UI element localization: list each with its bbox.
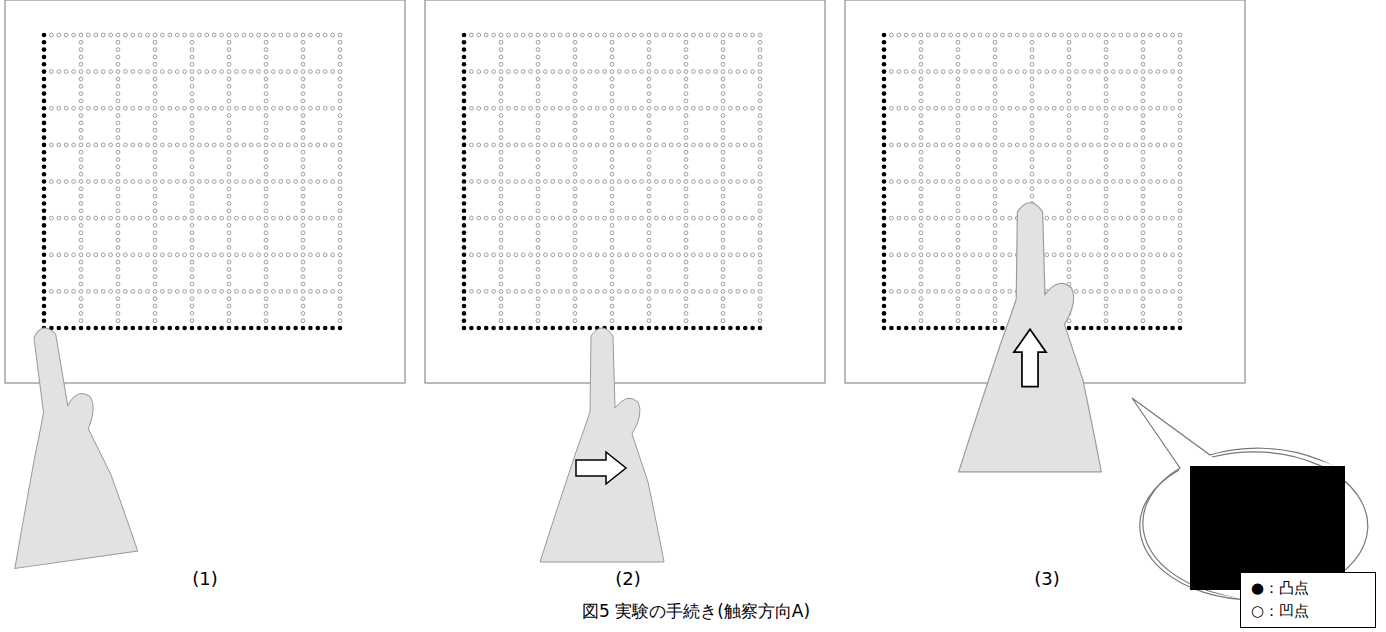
legend-entry: ●：凸点 xyxy=(1251,577,1365,600)
panel-label: (3) xyxy=(1034,568,1060,589)
figure-caption: 図5 実験の手続き(触察方向A) xyxy=(582,600,810,623)
panel-label: (2) xyxy=(615,568,641,589)
panel-label: (1) xyxy=(192,568,218,589)
hand xyxy=(540,328,664,562)
hands xyxy=(0,203,1101,569)
direction-arrow xyxy=(1014,329,1046,386)
panel-frame xyxy=(425,0,825,383)
legend-box: ●：凸点○：凹点 xyxy=(1240,572,1376,628)
panel-frame xyxy=(5,0,405,383)
dot-grid xyxy=(42,33,1183,331)
hand xyxy=(0,319,138,568)
direction-arrow xyxy=(576,452,626,484)
callout-bubble xyxy=(1132,398,1384,601)
legend-entry: ○：凹点 xyxy=(1251,600,1365,623)
hand xyxy=(959,203,1102,472)
